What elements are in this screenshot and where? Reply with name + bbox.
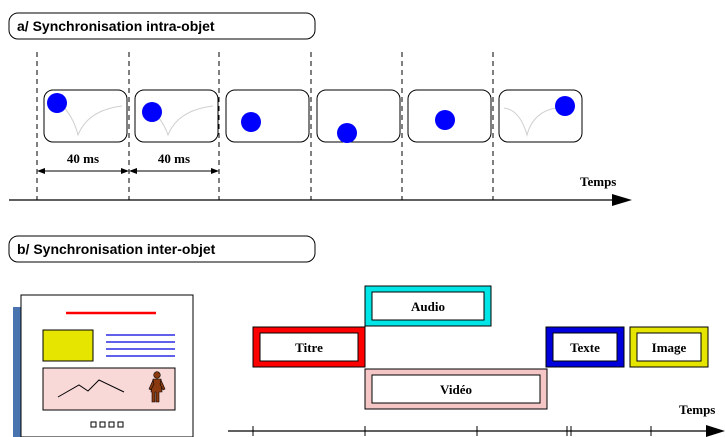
person-figure [148,371,166,403]
ball [435,110,455,130]
frame-3 [225,89,310,143]
arrowhead [211,168,219,174]
motion-trail [503,107,557,137]
document-edge [13,307,21,437]
audio-box-inner [371,291,485,321]
document-page [20,294,194,437]
image-label: Image [652,340,687,355]
interval-label-2: 40 ms [158,151,190,166]
mountain-outline [57,379,125,398]
video-label: Vidéo [440,382,472,397]
frame-5 [407,89,492,143]
media-image: Image [629,326,709,368]
section-b-title: b/ Synchronisation inter-objet [17,241,216,257]
motion-trail [61,104,123,137]
time-axis-b-arrowhead [706,425,725,437]
document-image-block [42,329,94,362]
titre-box-inner [259,332,359,362]
document-text-lines [106,334,175,357]
time-axis-b-label: Temps [679,402,715,417]
section-b: b/ Synchronisation inter-objet [8,235,725,437]
frame-1 [43,89,128,143]
texte-box-inner [552,332,618,362]
frame-6 [498,89,583,143]
media-texte: Texte [545,326,625,368]
media-audio: Audio [364,285,492,327]
texte-label: Texte [570,340,600,355]
frame-4 [316,89,401,143]
interval-label-1: 40 ms [67,151,99,166]
image-box-inner [636,332,702,362]
section-a: a/ Synchronisation intra-objet [8,12,632,206]
time-axis-b-ticks [252,426,652,436]
section-a-title-box [8,12,316,40]
titre-label: Titre [295,340,323,355]
pagination-squares [90,421,124,428]
frame-guides [36,52,494,200]
arrowhead [121,168,129,174]
document-illustration [13,294,194,437]
frame-box [225,89,310,143]
ball [241,112,261,132]
time-axis-a-arrowhead [612,194,632,206]
frame-2 [134,89,219,143]
ball [337,123,357,143]
video-box-inner [371,374,541,404]
audio-label: Audio [411,299,445,314]
interval-arrows [37,168,219,174]
media-titre: Titre [252,326,366,368]
ball [47,93,67,113]
media-video: Vidéo [364,368,548,410]
animation-frames [43,89,583,143]
arrowhead [37,168,45,174]
section-b-title-box [8,235,316,263]
ball [555,96,575,116]
section-a-title: a/ Synchronisation intra-objet [17,18,215,34]
frame-box [316,89,401,143]
time-axis-a-label: Temps [580,174,616,189]
ball [142,102,162,122]
arrowhead [129,168,137,174]
